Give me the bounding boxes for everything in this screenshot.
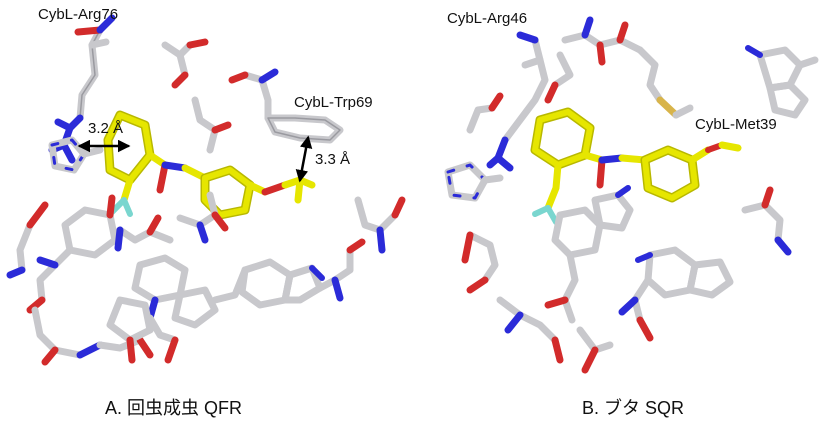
trp-indole-top-b <box>745 45 819 119</box>
his-ring-b <box>444 92 504 202</box>
top-center-residue-a <box>161 38 232 154</box>
label-met39: CybL-Met39 <box>695 116 777 133</box>
arg46-residue <box>486 31 549 172</box>
panel-a-structure <box>6 14 406 366</box>
distance-label-arg76: 3.2 Å <box>88 120 124 137</box>
right-edge-residue-b <box>741 186 792 256</box>
trp-indole-right-a <box>211 238 366 309</box>
trp-indole-lower-b <box>618 246 734 342</box>
label-arg76: CybL-Arg76 <box>38 6 119 23</box>
distance-label-trp69: 3.3 Å <box>315 151 351 168</box>
bottom-left-chain-a <box>31 306 154 366</box>
right-edge-residue-a <box>354 196 406 254</box>
arg76-residue <box>48 14 116 164</box>
his-ring-a <box>48 136 104 174</box>
label-arg46: CybL-Arg46 <box>447 10 528 27</box>
panel-b-structure <box>444 16 819 374</box>
distance-arrow-trp69 <box>295 135 313 183</box>
trp-stack-a <box>106 191 229 364</box>
trp69-residue <box>228 68 344 144</box>
caption-panel-b: B. ブタ SQR <box>582 398 685 418</box>
aromatic-stack-b <box>544 185 634 324</box>
tyr-residue-a <box>6 194 119 314</box>
left-lower-chains-b <box>461 231 614 374</box>
top-residues-b <box>544 16 694 119</box>
label-trp69: CybL-Trp69 <box>294 94 373 111</box>
caption-panel-a: A. 回虫成虫 QFR <box>105 398 243 418</box>
ligand-b <box>530 107 742 225</box>
